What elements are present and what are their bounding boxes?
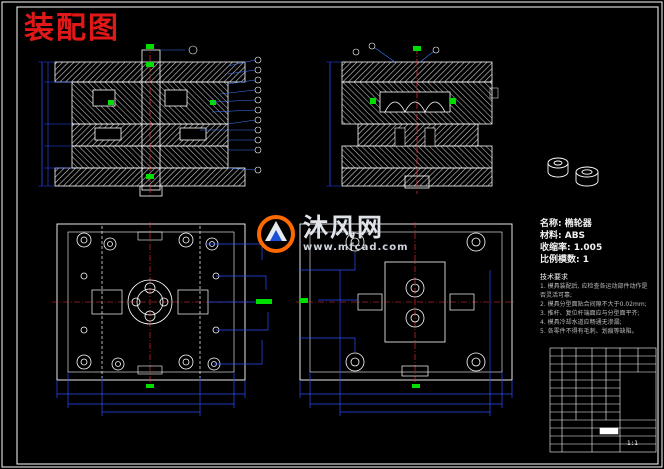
inner-border (16, 6, 659, 465)
technical-specs: 名称: 椭轮器 材料: ABS 收缩率: 1.005 比例模数: 1 技术要求 … (540, 218, 648, 336)
watermark: 沐风网 www.mfcad.com (255, 213, 409, 255)
title-block-scale: 1:1 (627, 440, 638, 447)
note-item: 4. 模具冷却水道应畅通无渗漏; (540, 319, 622, 326)
fixed-half-plan-view (296, 222, 516, 416)
note-item: 2. 模具分型面贴合间隙不大于0.02mm; (540, 301, 647, 308)
spec-name: 名称: 椭轮器 (540, 219, 592, 229)
title-block (549, 347, 657, 453)
notes-list: 1. 模具装配后, 应检查各运动部件动作是否灵活可靠; 2. 模具分型面贴合间隙… (540, 282, 648, 336)
drawing-title: 装配图 (24, 11, 120, 46)
side-section-view (326, 42, 499, 194)
moving-half-plan-view (52, 222, 272, 416)
spec-material: 材料: ABS (540, 231, 586, 241)
part-callouts (200, 56, 262, 174)
spec-shrinkage: 收缩率: 1.005 (540, 243, 603, 253)
mfcad-logo-icon (257, 215, 295, 253)
front-section-view (38, 44, 246, 197)
watermark-cn-text: 沐风网 (303, 213, 385, 242)
product-isometric-sketch (547, 157, 599, 187)
spec-scale: 比例模数: 1 (540, 255, 589, 265)
watermark-en-text: www.mfcad.com (303, 242, 409, 253)
note-item: 5. 各零件不得有毛刺、划痕等缺陷。 (540, 328, 638, 335)
note-item: 1. 模具装配后, 应检查各运动部件动作是否灵活可靠; (540, 283, 648, 299)
note-item: 3. 推杆、复位杆端面应与分型面平齐; (540, 310, 640, 317)
notes-heading: 技术要求 (540, 273, 568, 281)
